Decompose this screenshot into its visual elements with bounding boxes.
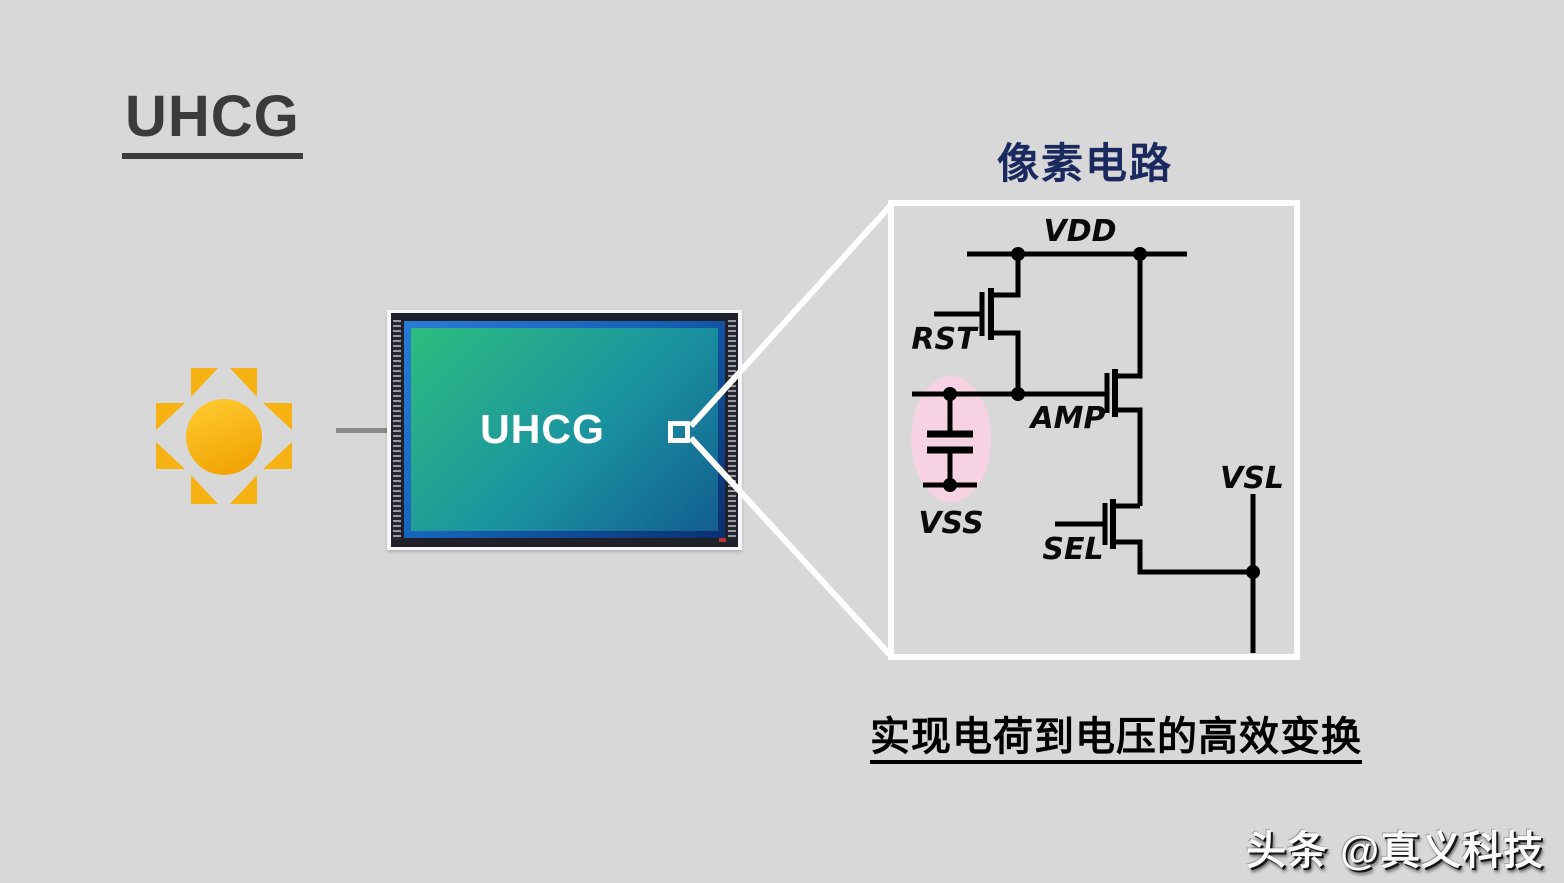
chip-sensor-area — [411, 328, 718, 531]
pixel-circuit-diagram: VDD RST AMP VSS SEL VSL — [911, 214, 1284, 653]
circuit-title: 像素电路 — [997, 140, 1174, 187]
chip-pins-right — [728, 320, 736, 540]
junction-dot — [943, 387, 957, 401]
capacitor-highlight — [911, 376, 991, 502]
amp-source-wire — [1115, 407, 1143, 506]
junction-dot — [943, 478, 957, 492]
junction-dot — [1011, 247, 1025, 261]
light-connector-line — [336, 428, 392, 433]
junction-dot — [1011, 387, 1025, 401]
page-title: UHCG — [122, 88, 303, 159]
vsl-label: VSL — [1220, 461, 1284, 496]
chip-corner-mark — [719, 538, 726, 542]
junction-dot — [1133, 247, 1147, 261]
watermark: 头条 @真义科技 — [1246, 829, 1545, 873]
vdd-label: VDD — [1043, 214, 1116, 249]
sel-source-wire — [1113, 539, 1253, 575]
amp-drain-wire — [1115, 254, 1143, 379]
pixel-circuit-box: VDD RST AMP VSS SEL VSL — [888, 200, 1300, 660]
rst-label: RST — [911, 322, 979, 357]
sun-icon — [156, 368, 292, 504]
chip-label: UHCG — [480, 406, 605, 452]
chip-pins-left — [393, 320, 401, 540]
pixel-zoom-square — [668, 421, 690, 443]
amp-label: AMP — [1028, 401, 1105, 436]
vss-label: VSS — [918, 506, 983, 541]
caption-text: 实现电荷到电压的高效变换 — [870, 717, 1362, 764]
sel-label: SEL — [1042, 532, 1103, 567]
image-sensor-chip: UHCG — [387, 310, 742, 550]
rst-source-wire — [991, 330, 1021, 394]
junction-dot — [1246, 565, 1260, 579]
rst-drain-wire — [991, 254, 1021, 298]
